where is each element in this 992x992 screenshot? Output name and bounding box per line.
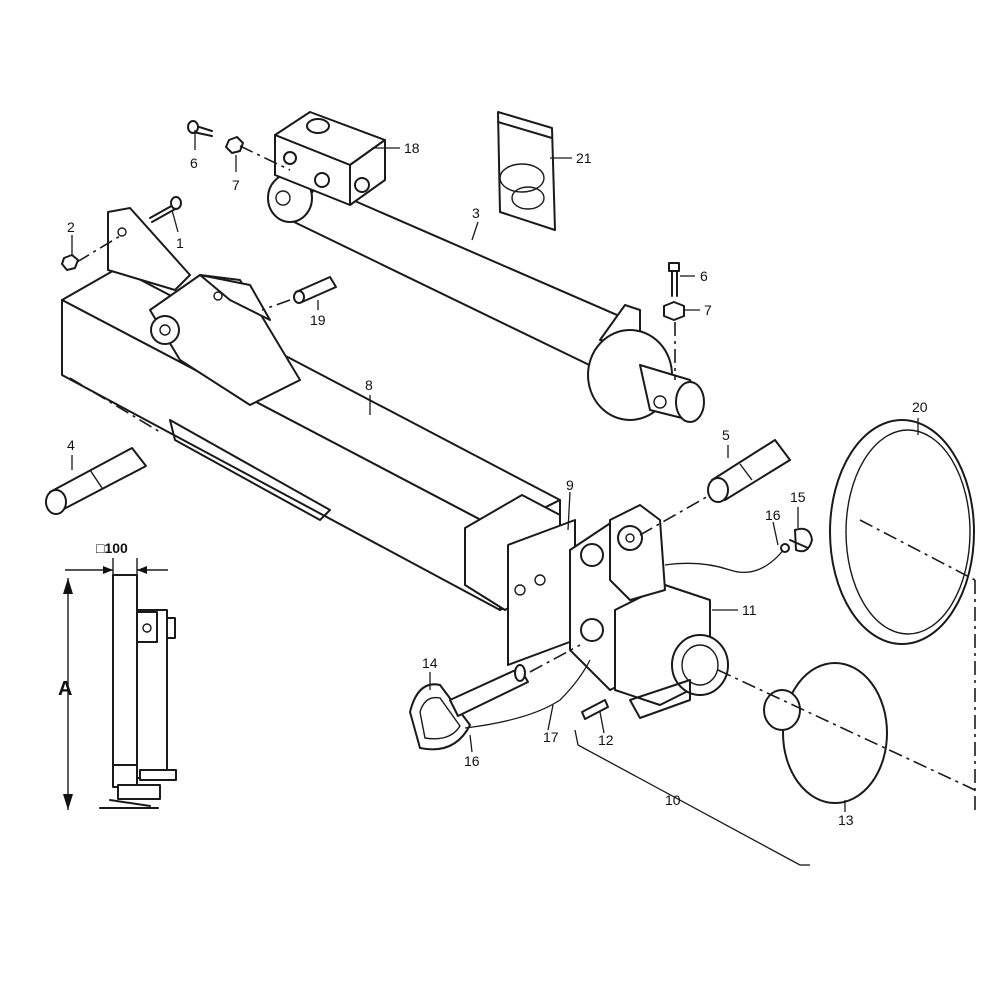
clip-15: [789, 527, 813, 553]
callout-18: 18: [404, 140, 420, 156]
hitch-pin-14: [409, 664, 529, 751]
callout-3: 3: [472, 205, 480, 221]
pin-19: [293, 276, 337, 304]
dimension-label: □100: [96, 540, 128, 556]
callout-6-lower: 6: [700, 268, 708, 284]
bolt-upper: [187, 120, 213, 137]
callout-6-upper: 6: [190, 155, 198, 171]
callout-19: 19: [310, 312, 326, 328]
ball-13: [763, 662, 888, 804]
pin-4: [45, 447, 147, 515]
spring-pin-12: [581, 699, 609, 720]
inset-side-view: □100 A: [58, 540, 177, 810]
callout-11: 11: [742, 602, 757, 618]
callout-labels: 18 21 3 6 7 2 1 19 6 7 8 4 5 20 9 15 16 …: [67, 140, 928, 828]
callout-13: 13: [838, 812, 854, 828]
disc-20: [829, 419, 975, 645]
pin-5: [707, 439, 791, 503]
callout-5: 5: [722, 427, 730, 443]
seal-kit-21: [497, 111, 556, 231]
callout-1: 1: [176, 235, 184, 251]
callout-12: 12: [598, 732, 614, 748]
callout-4: 4: [67, 437, 75, 453]
bolt-lower: [668, 262, 680, 297]
callout-leaders: [71, 130, 919, 866]
rear-bracket-plate: [107, 207, 191, 291]
bolt-1: [149, 196, 182, 223]
callout-7-lower: 7: [704, 302, 712, 318]
cable-16: [664, 547, 786, 574]
callout-16-right: 16: [765, 507, 781, 523]
sliding-sleeve: [464, 494, 576, 666]
hydraulic-cylinder: [267, 173, 705, 423]
nut-2: [61, 254, 79, 271]
callout-16-left: 16: [464, 753, 480, 769]
callout-20: 20: [912, 399, 928, 415]
lifting-bracket: [149, 274, 301, 406]
clevis-bracket: [609, 504, 666, 601]
callout-9: 9: [566, 477, 574, 493]
callout-8: 8: [365, 377, 373, 393]
callout-7-upper: 7: [232, 177, 240, 193]
dimension-a-label: A: [58, 678, 72, 700]
callout-15: 15: [790, 489, 806, 505]
nut-upper: [225, 136, 244, 154]
callout-10: 10: [665, 792, 681, 808]
callout-2: 2: [67, 219, 75, 235]
callout-17: 17: [543, 729, 559, 745]
callout-14: 14: [422, 655, 438, 671]
callout-21: 21: [576, 150, 592, 166]
cable-17: [464, 659, 591, 729]
nut-lower: [663, 301, 685, 321]
